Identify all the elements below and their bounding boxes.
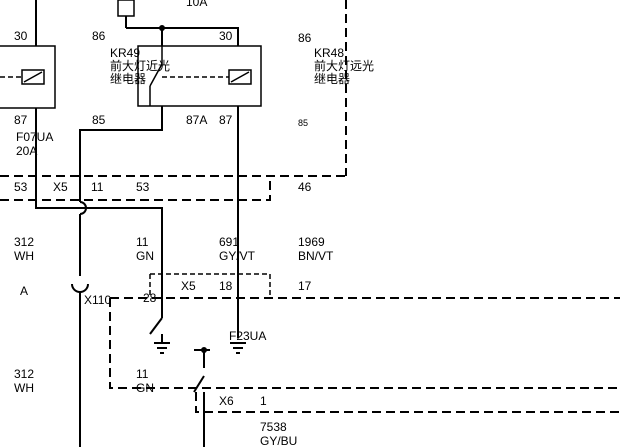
wire-7538-color: GY/BU	[260, 434, 297, 447]
kr48-pin-cut: 85	[298, 118, 308, 128]
x110-id: X110	[84, 293, 111, 307]
kr48-name-line1: 前大灯远光	[314, 58, 374, 73]
switch-x6	[193, 347, 210, 447]
relay-left: 30 87	[0, 0, 56, 128]
x5-top-pin-46: 46	[298, 180, 312, 194]
kr48-id: KR48	[314, 46, 344, 60]
relay-kr49: 86 30 KR49 前大灯近光 继电器 85 87A 87	[92, 29, 262, 127]
wire-312-circuit-low: 312	[14, 367, 34, 381]
wire-7538-circuit: 7538	[260, 420, 287, 434]
connector-x5-mid: X5 18 17	[109, 273, 620, 389]
wire-11-color-low: GN	[136, 381, 154, 395]
connector-x5-top: 53 X5 11 53 46	[0, 175, 346, 201]
kr49-id: KR49	[110, 46, 140, 60]
wires-upper	[35, 106, 239, 338]
kr49-pin85: 85	[92, 113, 106, 127]
wire-1969-circuit: 1969	[298, 235, 325, 249]
kr49-name-line1: 前大灯近光	[110, 58, 170, 73]
x110-pin: 28	[143, 291, 157, 305]
wire-1969-color: BN/VT	[298, 249, 334, 263]
connector-x6: X6 1	[195, 392, 620, 413]
wire-11-color: GN	[136, 249, 154, 263]
kr49-name-line2: 继电器	[110, 72, 146, 86]
x5-top-id: X5	[53, 180, 68, 194]
f07ua-id: F07UA	[16, 130, 53, 144]
kr49-pin87: 87	[219, 113, 233, 127]
x6-pin: 1	[260, 394, 267, 408]
wire-691-circuit: 691	[219, 235, 239, 249]
ground-icon	[154, 342, 170, 354]
x5-mid-pin-18: 18	[219, 279, 233, 293]
relay-left-pin87: 87	[14, 113, 28, 127]
wire-691-color: GY/VT	[219, 249, 256, 263]
switch-11	[149, 298, 163, 342]
kr48-name-line2: 继电器	[314, 72, 350, 86]
connector-x110: X110 28	[71, 283, 157, 447]
wire-11-circuit-low: 11	[136, 367, 149, 381]
fuse-top: 10A	[117, 0, 239, 46]
wire-312-circuit: 312	[14, 235, 34, 249]
x5-top-pin-53a: 53	[14, 180, 28, 194]
x5-top-pin-11: 11	[91, 180, 104, 194]
kr49-pin30: 30	[219, 29, 233, 43]
wire-312-color-low: WH	[14, 381, 34, 395]
wire-312-color: WH	[14, 249, 34, 263]
x5-top-pin-53b: 53	[136, 180, 150, 194]
relay-left-pin30: 30	[14, 29, 28, 43]
f23ua-id: F23UA	[229, 329, 266, 343]
f07ua-rating: 20A	[16, 144, 37, 158]
x5-mid-id: X5	[181, 279, 196, 293]
wire-labels-mid: 312 WH 11 GN 691 GY/VT 1969 BN/VT A	[14, 235, 334, 298]
kr48-pin86: 86	[298, 31, 312, 45]
x6-id: X6	[219, 394, 234, 408]
splice-label: A	[20, 284, 28, 298]
fuse-top-rating: 10A	[186, 0, 207, 9]
wire-11-circuit: 11	[136, 235, 149, 249]
x5-mid-pin-17: 17	[298, 279, 312, 293]
relay-kr48: 86 KR48 前大灯远光 继电器 85	[298, 0, 374, 176]
kr49-pin86: 86	[92, 29, 106, 43]
kr49-pin87A: 87A	[186, 113, 207, 127]
wire-labels-low: 312 WH 11 GN	[14, 367, 154, 395]
ground-icon	[230, 342, 246, 354]
